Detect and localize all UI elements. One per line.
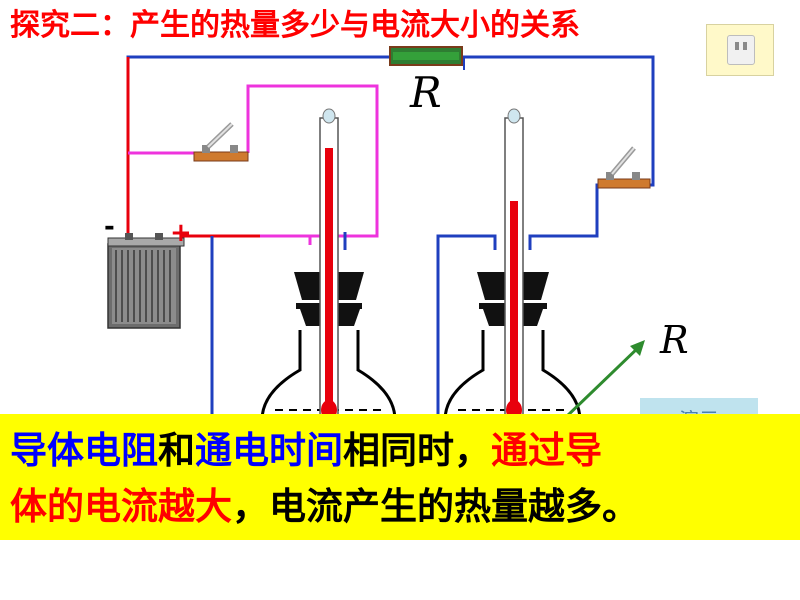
wire-blue-right-switch — [528, 183, 605, 250]
socket-hole-right — [743, 42, 747, 50]
resistor-label-top: R — [410, 68, 442, 117]
conclusion-segment: 体的电流越大 — [10, 485, 232, 528]
battery-positive-sign: + — [170, 218, 192, 248]
resistor-highlight — [393, 52, 459, 60]
conclusion-line-2: 体的电流越大，电流产生的热量越多。 — [10, 484, 639, 530]
wire-blue-right-outer — [436, 234, 497, 420]
resistor-pointer-arrow — [563, 340, 645, 420]
conclusion-segment: 相同时， — [343, 429, 491, 472]
battery — [107, 233, 185, 329]
thermometer-right-liquid — [510, 201, 518, 416]
battery-negative-sign: - — [104, 212, 115, 242]
wire-blue-right-up — [648, 57, 655, 187]
socket-hole-left — [735, 42, 739, 50]
switch-left — [193, 122, 249, 162]
conclusion-banner: 导体电阻和通电时间相同时，通过导 体的电流越大，电流产生的热量越多。 — [0, 414, 800, 540]
conclusion-line-1: 导体电阻和通电时间相同时，通过导 — [10, 428, 602, 474]
wire-top-left — [126, 55, 390, 238]
thermometer-left-liquid — [325, 148, 333, 416]
page-title: 探究二：产生的热量多少与电流大小的关系 — [10, 8, 580, 43]
socket-face — [727, 35, 755, 65]
conclusion-segment: 和 — [158, 429, 195, 472]
flask-left — [260, 108, 397, 422]
conclusion-segment: 通电时间 — [195, 429, 343, 472]
resistor-label-arrow: R — [660, 318, 689, 362]
flask-right — [443, 108, 582, 422]
socket-icon — [706, 24, 774, 76]
conclusion-segment: ，电流产生的热量越多。 — [232, 485, 639, 528]
conclusion-segment: 导体电阻 — [10, 429, 158, 472]
switch-right — [597, 146, 651, 189]
wire-pink-loop — [246, 84, 379, 245]
conclusion-segment: 通过导 — [491, 429, 602, 472]
